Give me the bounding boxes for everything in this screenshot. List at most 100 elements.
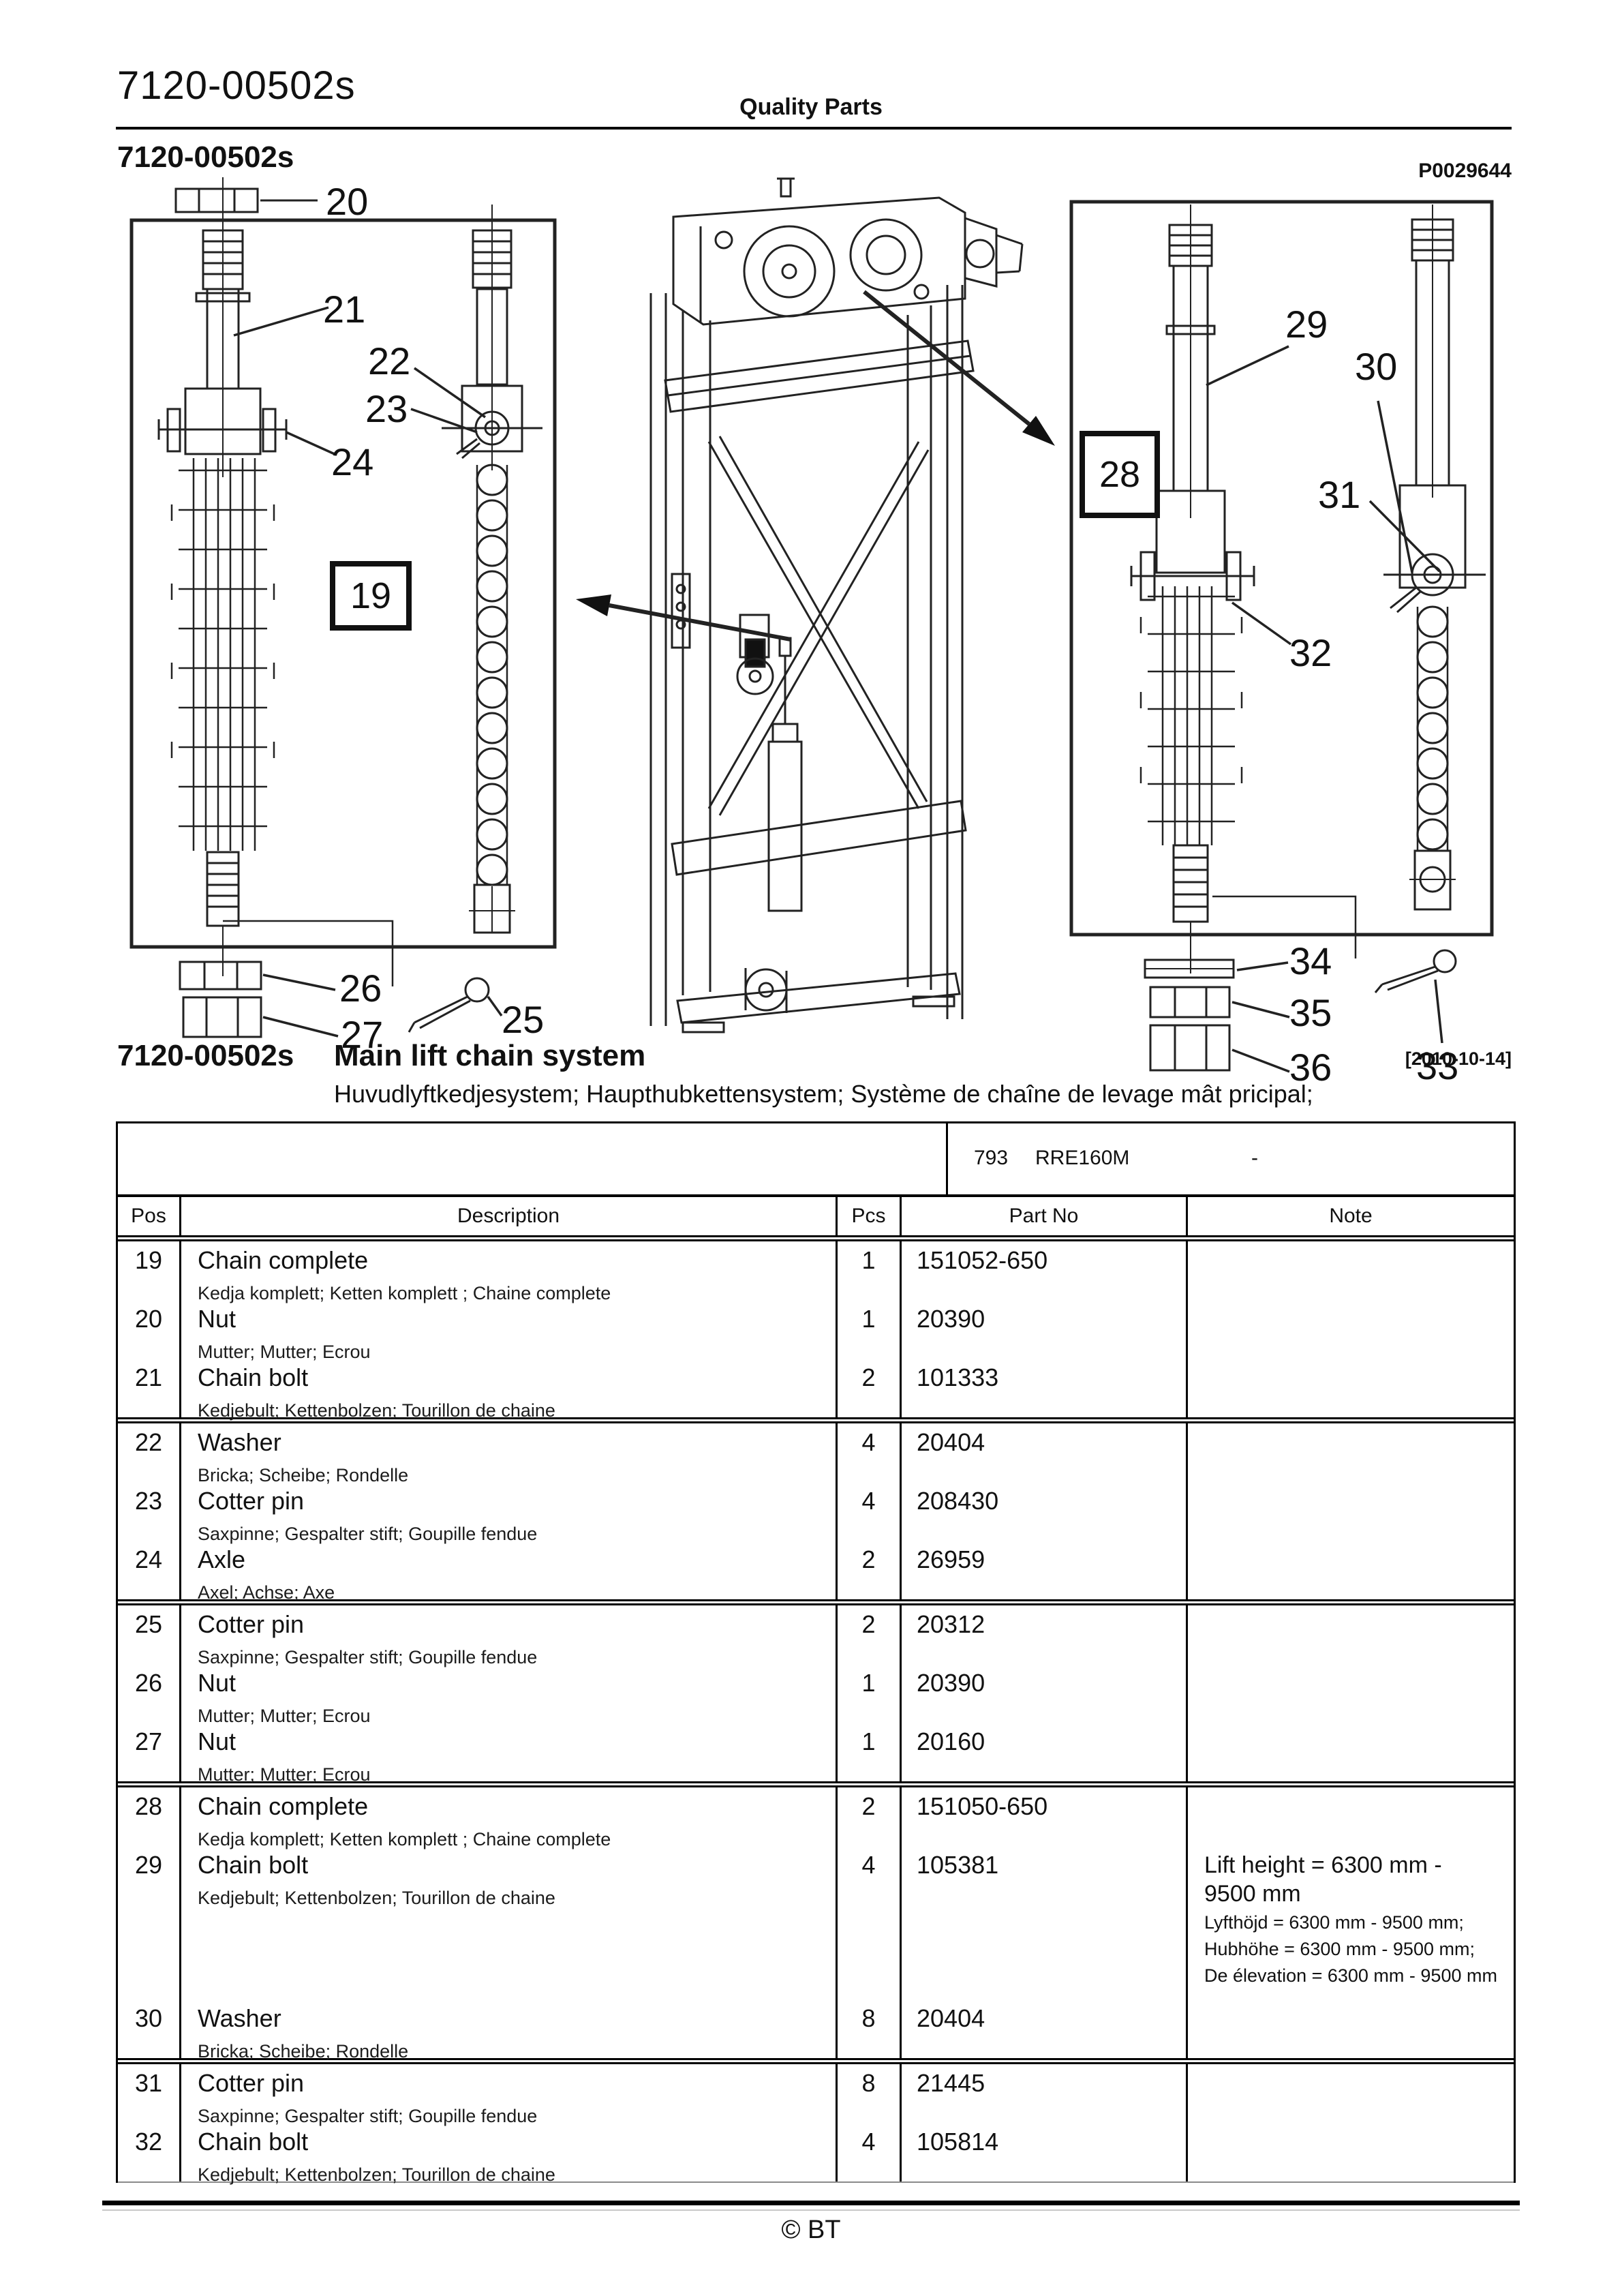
description-sub: Saxpinne; Gespalter stift; Goupille fend… (198, 1524, 538, 1544)
footer-rule-thin (102, 2209, 1520, 2211)
leader-lines-left (223, 307, 502, 1036)
cell-pos: 29 (118, 1846, 181, 1999)
note-sub-1: Lyfthöjd = 6300 mm - 9500 mm; (1204, 1912, 1464, 1933)
cell-description: Chain bolt Kedjebult; Kettenbolzen; Tour… (181, 1359, 838, 1421)
cell-note (1188, 1723, 1514, 1781)
description-sub: Kedja komplett; Ketten komplett ; Chaine… (198, 1829, 611, 1849)
description-sub: Bricka; Scheibe; Rondelle (198, 1465, 409, 1485)
note-main: Lift height = 6300 mm - 9500 mm (1204, 1852, 1442, 1907)
callout-31: 31 (1318, 473, 1361, 516)
callout-25: 25 (502, 998, 545, 1041)
description-sub: Mutter; Mutter; Ecrou (198, 1764, 371, 1785)
table-row: 32 Chain bolt Kedjebult; Kettenbolzen; T… (118, 2123, 1514, 2185)
section-subtitle: Huvudlyftkedjesystem; Haupthubkettensyst… (334, 1080, 1313, 1108)
cell-note (1188, 1605, 1514, 1664)
table-row: 19 Chain complete Kedja komplett; Ketten… (118, 1241, 1514, 1303)
description-main: Washer (198, 1428, 281, 1456)
description-sub: Saxpinne; Gespalter stift; Goupille fend… (198, 1647, 538, 1667)
description-sub: Kedjebult; Kettenbolzen; Tourillon de ch… (198, 2164, 555, 2185)
description-sub: Bricka; Scheibe; Rondelle (198, 2041, 409, 2061)
cell-pos: 21 (118, 1359, 181, 1417)
group-separator (118, 1599, 1514, 1605)
callout-36: 36 (1289, 1046, 1332, 1089)
detail-box-19 (132, 177, 555, 1037)
callout-26: 26 (339, 967, 382, 1010)
table-row: 24 Axle Axel; Achse; Axe 2 26959 (118, 1541, 1514, 1603)
table-row: 21 Chain bolt Kedjebult; Kettenbolzen; T… (118, 1359, 1514, 1421)
callout-30: 30 (1355, 345, 1398, 388)
nut-20-drawing (176, 189, 318, 212)
cell-part-no: 20404 (902, 1423, 1188, 1482)
note-sub-3: De élevation = 6300 mm - 9500 mm (1204, 1965, 1497, 1986)
cell-pos: 30 (118, 1999, 181, 2058)
cell-note: Lift height = 6300 mm - 9500 mm Lyfthöjd… (1188, 1846, 1514, 1999)
cell-description: Cotter pin Saxpinne; Gespalter stift; Go… (181, 1605, 838, 1667)
cell-description: Axle Axel; Achse; Axe (181, 1541, 838, 1603)
description-main: Nut (198, 1727, 236, 1755)
callout-27: 27 (341, 1013, 384, 1056)
chain-28-front-drawing (1141, 586, 1242, 845)
nut-26-drawing (180, 962, 261, 989)
footer-rule (102, 2201, 1520, 2205)
nut-27-drawing (183, 997, 261, 1037)
table-row: 23 Cotter pin Saxpinne; Gespalter stift;… (118, 1482, 1514, 1544)
description-main: Nut (198, 1669, 236, 1697)
cell-part-no: 20404 (902, 1999, 1188, 2058)
boxed-callout-19: 19 (330, 561, 412, 631)
cell-note (1188, 1423, 1514, 1482)
parts-table: 793 RRE160M - Pos Description Pcs Part N… (116, 1121, 1516, 2185)
model-serial: - (1251, 1147, 1258, 1169)
cell-description: Chain complete Kedja komplett; Ketten ko… (181, 1241, 838, 1303)
chain-bolt-29-drawing (1131, 205, 1254, 600)
callout-29: 29 (1285, 303, 1328, 346)
cell-pos: 19 (118, 1241, 181, 1300)
cell-pcs: 1 (838, 1664, 902, 1723)
col-header-pos: Pos (118, 1197, 181, 1235)
description-main: Axle (198, 1545, 246, 1573)
cell-description: Nut Mutter; Mutter; Ecrou (181, 1723, 838, 1785)
group-separator (118, 1417, 1514, 1423)
chain-bolt-21-drawing (159, 177, 286, 477)
cell-pcs: 4 (838, 1846, 902, 1999)
description-sub: Mutter; Mutter; Ecrou (198, 1706, 371, 1726)
cell-part-no: 20160 (902, 1723, 1188, 1781)
cell-part-no: 20390 (902, 1664, 1188, 1723)
cell-note (1188, 2123, 1514, 2181)
detail-box-28 (1071, 202, 1492, 1072)
table-row: 28 Chain complete Kedja komplett; Ketten… (118, 1787, 1514, 1849)
arrow-to-detail-19 (576, 594, 791, 639)
cell-description: Chain bolt Kedjebult; Kettenbolzen; Tour… (181, 1846, 838, 1999)
cell-pcs: 2 (838, 1787, 902, 1846)
callout-23: 23 (365, 387, 408, 430)
chain-19-front-drawing (172, 458, 274, 851)
cell-pos: 22 (118, 1423, 181, 1482)
cell-part-no: 21445 (902, 2064, 1188, 2123)
arrow-to-detail-28 (864, 292, 1055, 446)
cell-part-no: 20312 (902, 1605, 1188, 1664)
section-id: 7120-00502s (117, 1039, 294, 1072)
section-date: [2010-10-14] (1405, 1048, 1512, 1069)
group-separator (118, 1781, 1514, 1787)
description-main: Chain bolt (198, 2128, 309, 2156)
description-main: Nut (198, 1305, 236, 1333)
table-header-row: Pos Description Pcs Part No Note (118, 1197, 1514, 1241)
col-header-description: Description (181, 1197, 838, 1235)
table-row: 22 Washer Bricka; Scheibe; Rondelle 4 20… (118, 1423, 1514, 1485)
group-separator (118, 2058, 1514, 2064)
cell-pcs: 2 (838, 1605, 902, 1664)
cell-description: Cotter pin Saxpinne; Gespalter stift; Go… (181, 1482, 838, 1544)
image-reference: P0029644 (1418, 160, 1512, 182)
description-main: Chain bolt (198, 1851, 309, 1879)
cell-description: Cotter pin Saxpinne; Gespalter stift; Go… (181, 2064, 838, 2126)
cotter-pin-25-drawing (409, 978, 489, 1032)
cell-note (1188, 1300, 1514, 1359)
cell-note (1188, 1241, 1514, 1300)
boxed-callout-28: 28 (1080, 431, 1160, 518)
chain-bolt-lower-right-drawing (1174, 845, 1208, 973)
model-band-empty-cell (118, 1123, 948, 1194)
exploded-diagram: 20 21 22 23 24 19 25 26 27 28 29 30 31 3… (0, 164, 1622, 1111)
description-main: Cotter pin (198, 1487, 305, 1515)
description-main: Cotter pin (198, 2069, 305, 2097)
cell-pos: 26 (118, 1664, 181, 1723)
chain-19-side-drawing (442, 205, 542, 933)
